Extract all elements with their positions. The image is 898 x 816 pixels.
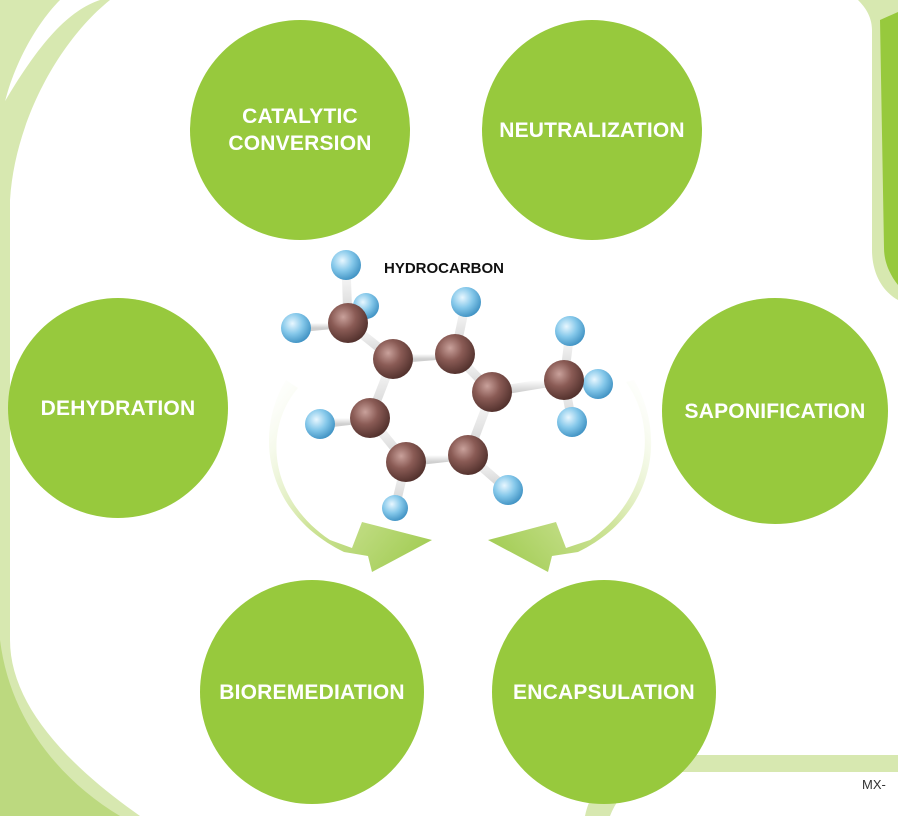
method-label-saponification: SAPONIFICATION	[684, 399, 866, 423]
hydrogen-atoms	[281, 250, 613, 521]
method-circle-encapsulation: ENCAPSULATION	[492, 580, 716, 804]
curved-arrow-right	[488, 380, 652, 572]
method-circle-neutralization: NEUTRALIZATION	[482, 20, 702, 240]
method-label-encapsulation: ENCAPSULATION	[513, 680, 695, 704]
curved-arrow-left	[269, 380, 432, 572]
method-label-catalytic-conversion: CATALYTIC CONVERSION	[228, 105, 372, 155]
method-circle-bioremediation: BIOREMEDIATION	[200, 580, 424, 804]
method-label-dehydration: DEHYDRATION	[40, 396, 196, 420]
method-circle-catalytic-conversion: CATALYTIC CONVERSION	[190, 20, 410, 240]
frame-bottom-left	[0, 640, 120, 816]
frame-top-left	[0, 0, 60, 140]
method-circle-saponification: SAPONIFICATION	[662, 298, 888, 524]
carbon-atoms	[328, 303, 584, 482]
frame-bottom-right-inner	[610, 772, 898, 816]
corner-code-label: MX-	[862, 777, 886, 792]
method-label-bioremediation: BIOREMEDIATION	[219, 680, 405, 704]
hydrocarbon-label: HYDROCARBON	[384, 260, 504, 277]
frame-top-right-inner	[880, 12, 898, 285]
method-circle-dehydration: DEHYDRATION	[8, 298, 228, 518]
method-label-neutralization: NEUTRALIZATION	[499, 118, 685, 142]
